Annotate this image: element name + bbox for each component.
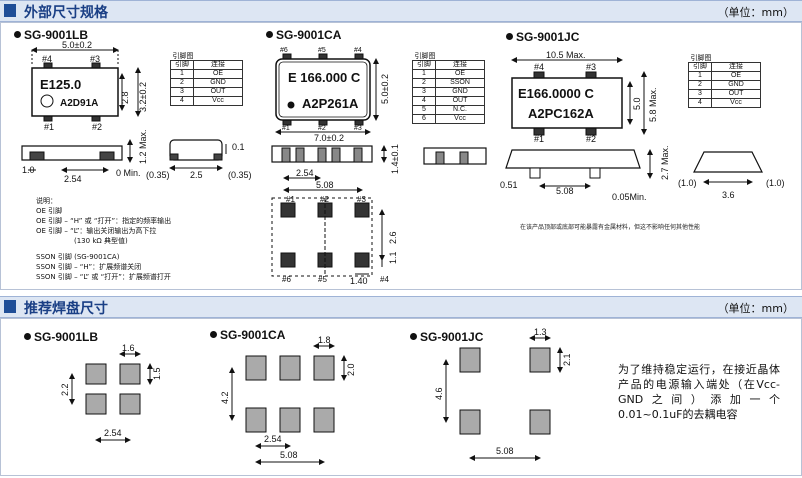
table-cell: 3: [688, 89, 712, 99]
note-line: (130 kΩ 典型值): [74, 237, 128, 245]
note-line: OE 引脚 – “H” 或 “打开”：指定的频率输出: [36, 217, 172, 225]
table-cell: GND: [435, 87, 485, 97]
table-cell: OE: [435, 69, 485, 79]
bullet-icon: [266, 31, 273, 38]
table-header: 引脚: [170, 60, 194, 70]
bullet-icon: [506, 33, 513, 40]
model-title-lb: SG-9001LB: [14, 28, 88, 42]
table-cell: 4: [688, 98, 712, 108]
section-unit: （单位：mm）: [717, 6, 794, 19]
section-header-pads: 推荐焊盘尺寸 （单位：mm）: [0, 296, 802, 318]
table-cell: 6: [412, 114, 436, 124]
table-cell: 4: [170, 96, 194, 106]
table-cell: GND: [193, 78, 243, 88]
table-cell: OUT: [711, 89, 761, 99]
table-cell: Vcc: [193, 96, 243, 106]
table-cell: 2: [170, 78, 194, 88]
table-header: 连接: [193, 60, 243, 70]
note-line: SSON 引脚 (SG-9001CA): [36, 253, 120, 261]
pad-title-lb: SG-9001LB: [24, 330, 98, 344]
table-cell: N.C.: [435, 105, 485, 115]
section-title: 外部尺寸规格: [24, 5, 108, 21]
bullet-icon: [410, 333, 417, 340]
bullet-icon: [24, 333, 31, 340]
bullet-icon: [14, 31, 21, 38]
table-cell: 1: [170, 69, 194, 79]
metal-note: 在该产品顶部或底部可能暴露有金属材料，但这不影响任何其他性能: [520, 224, 701, 231]
section-marker-icon: [4, 300, 16, 313]
table-caption: 引脚图: [414, 52, 436, 60]
bullet-icon: [210, 331, 217, 338]
table-header: 引脚: [688, 62, 712, 72]
table-cell: Vcc: [435, 114, 485, 124]
table-header: 连接: [435, 60, 485, 70]
table-cell: OE: [193, 69, 243, 79]
section-header-dimensions: 外部尺寸规格 （单位：mm）: [0, 0, 802, 22]
table-cell: OUT: [435, 96, 485, 106]
table-cell: 1: [412, 69, 436, 79]
table-cell: SSON: [435, 78, 485, 88]
table-cell: OUT: [193, 87, 243, 97]
note-line: OE 引脚 – “L”：输出关闭输出为高下拉: [36, 227, 157, 235]
table-cell: Vcc: [711, 98, 761, 108]
table-cell: 3: [170, 87, 194, 97]
section-unit: （单位：mm）: [717, 302, 794, 315]
table-cell: 3: [412, 87, 436, 97]
section-marker-icon: [4, 4, 16, 17]
note-line: SSON 引脚 – “H”：扩展频谱关闭: [36, 263, 142, 271]
pad-title-ca: SG-9001CA: [210, 328, 285, 342]
table-cell: GND: [711, 80, 761, 90]
table-cell: 2: [412, 78, 436, 88]
pad-title-jc: SG-9001JC: [410, 330, 483, 344]
model-title-ca: SG-9001CA: [266, 28, 341, 42]
table-caption: 引脚图: [172, 52, 194, 60]
model-title-jc: SG-9001JC: [506, 30, 579, 44]
table-cell: 1: [688, 71, 712, 81]
table-caption: 引脚图: [690, 54, 712, 62]
note-line: 说明：: [36, 197, 57, 205]
note-line: SSON 引脚 – “L” 或 “打开”：扩展频谱打开: [36, 273, 171, 281]
table-cell: 2: [688, 80, 712, 90]
table-cell: 4: [412, 96, 436, 106]
note-line: OE 引脚: [36, 207, 63, 215]
table-cell: 5: [412, 105, 436, 115]
table-cell: OE: [711, 71, 761, 81]
table-header: 引脚: [412, 60, 436, 70]
pin-notes: 说明： OE 引脚 OE 引脚 – “H” 或 “打开”：指定的频率输出 OE …: [36, 196, 171, 282]
section-title: 推荐焊盘尺寸: [24, 301, 108, 317]
table-header: 连接: [711, 62, 761, 72]
decoupling-tip: 为了维持稳定运行，在接近晶体产品的电源输入端处（在Vcc-GND之间）添加一个0…: [618, 363, 780, 421]
